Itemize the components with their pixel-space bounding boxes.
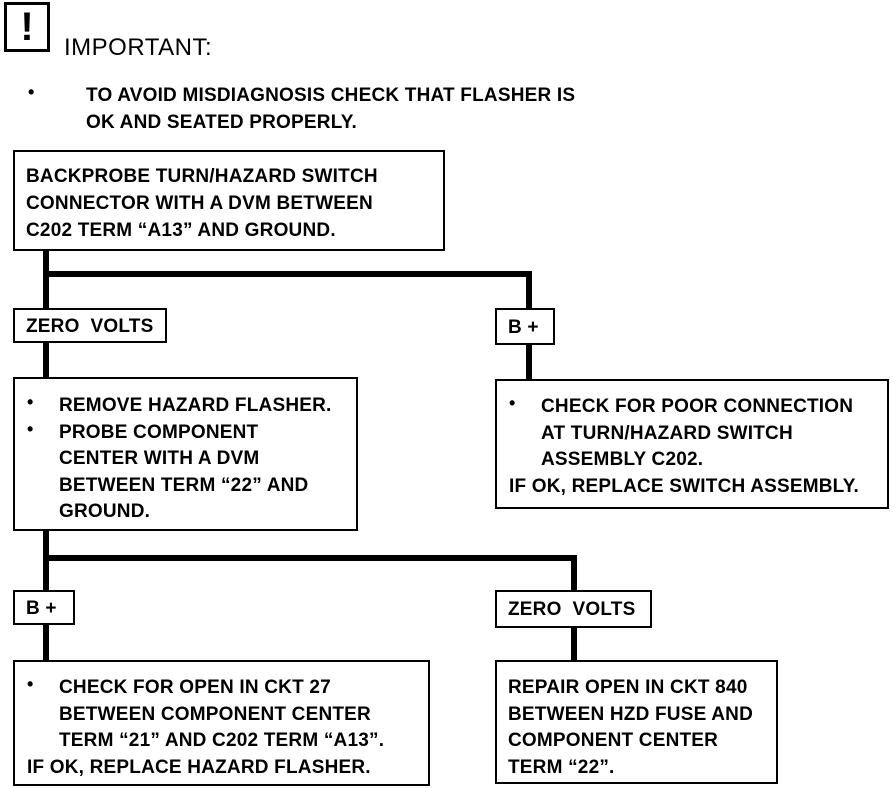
branch1-bplus-label: B +: [508, 317, 539, 338]
branch1-zero-volts-box: ZERO VOLTS: [13, 308, 167, 343]
connector-step1-down: [43, 250, 49, 310]
step2-left-bullet-2-line-3: BETWEEN TERM “22” AND: [59, 475, 309, 496]
connector-branch2-horizontal: [43, 555, 577, 561]
connector-step2-down: [43, 530, 49, 592]
step2-left-bullet-2-line-1: PROBE COMPONENT: [59, 422, 259, 443]
note-line-2: OK AND SEATED PROPERLY.: [86, 112, 357, 133]
exclamation-icon: !: [20, 5, 34, 49]
branch1-zero-volts-label: ZERO VOLTS: [26, 316, 154, 337]
step2-left-bullet-icon-1: •: [27, 392, 34, 412]
step1-box: BACKPROBE TURN/HAZARD SWITCH CONNECTOR W…: [13, 150, 445, 251]
step2-left-box: • REMOVE HAZARD FLASHER. • PROBE COMPONE…: [13, 377, 358, 531]
step3-left-bullet-line-3: TERM “21” AND C202 TERM “A13”.: [59, 730, 385, 751]
step1-line-1: BACKPROBE TURN/HAZARD SWITCH: [26, 166, 378, 187]
step3-left-bullet-icon: •: [27, 674, 34, 694]
important-icon: !: [4, 2, 50, 52]
step3-right-line-4: TERM “22”.: [508, 757, 615, 778]
step3-left-box: • CHECK FOR OPEN IN CKT 27 BETWEEN COMPO…: [13, 660, 430, 786]
note-line-1: TO AVOID MISDIAGNOSIS CHECK THAT FLASHER…: [86, 85, 576, 106]
step2-right-line-4: IF OK, REPLACE SWITCH ASSEMBLY.: [509, 476, 859, 497]
connector-branch1-right-down: [526, 271, 532, 309]
step2-left-bullet-1: REMOVE HAZARD FLASHER.: [59, 395, 332, 416]
connector-branch2-right-down: [571, 555, 577, 591]
step3-right-line-3: COMPONENT CENTER: [508, 730, 719, 751]
branch2-bplus-label: B +: [26, 598, 57, 619]
step3-right-line-2: BETWEEN HZD FUSE AND: [508, 704, 754, 725]
step2-right-bullet-line-1: CHECK FOR POOR CONNECTION: [541, 396, 854, 417]
branch2-bplus-box: B +: [13, 590, 75, 625]
step2-right-bullet-line-2: AT TURN/HAZARD SWITCH: [541, 423, 793, 444]
branch2-zero-volts-label: ZERO VOLTS: [508, 599, 636, 620]
connector-branch1-horizontal: [43, 271, 532, 277]
step2-right-bullet-icon: •: [509, 393, 516, 413]
step3-left-bullet-line-2: BETWEEN COMPONENT CENTER: [59, 704, 371, 725]
step3-left-bullet-line-1: CHECK FOR OPEN IN CKT 27: [59, 677, 331, 698]
step2-left-bullet-2-line-4: GROUND.: [59, 501, 151, 522]
step1-line-3: C202 TERM “A13” AND GROUND.: [26, 220, 336, 241]
step1-line-2: CONNECTOR WITH A DVM BETWEEN: [26, 193, 373, 214]
connector-zero-to-step2: [43, 342, 49, 378]
step3-right-box: REPAIR OPEN IN CKT 840 BETWEEN HZD FUSE …: [495, 660, 778, 784]
step2-left-bullet-2-line-2: CENTER WITH A DVM: [59, 448, 260, 469]
connector-zero-to-step3: [571, 627, 577, 662]
note-bullet-icon: •: [28, 82, 35, 102]
connector-bplus-to-step3: [43, 624, 49, 662]
step2-left-bullet-icon-2: •: [27, 419, 34, 439]
step3-left-line-4: IF OK, REPLACE HAZARD FLASHER.: [27, 757, 371, 778]
connector-bplus-to-step2: [526, 344, 532, 380]
branch2-zero-volts-box: ZERO VOLTS: [495, 590, 652, 628]
step2-right-bullet-line-3: ASSEMBLY C202.: [541, 449, 704, 470]
branch1-bplus-box: B +: [495, 308, 555, 345]
step3-right-line-1: REPAIR OPEN IN CKT 840: [508, 677, 748, 698]
step2-right-box: • CHECK FOR POOR CONNECTION AT TURN/HAZA…: [495, 379, 889, 509]
important-label: IMPORTANT:: [64, 34, 213, 61]
